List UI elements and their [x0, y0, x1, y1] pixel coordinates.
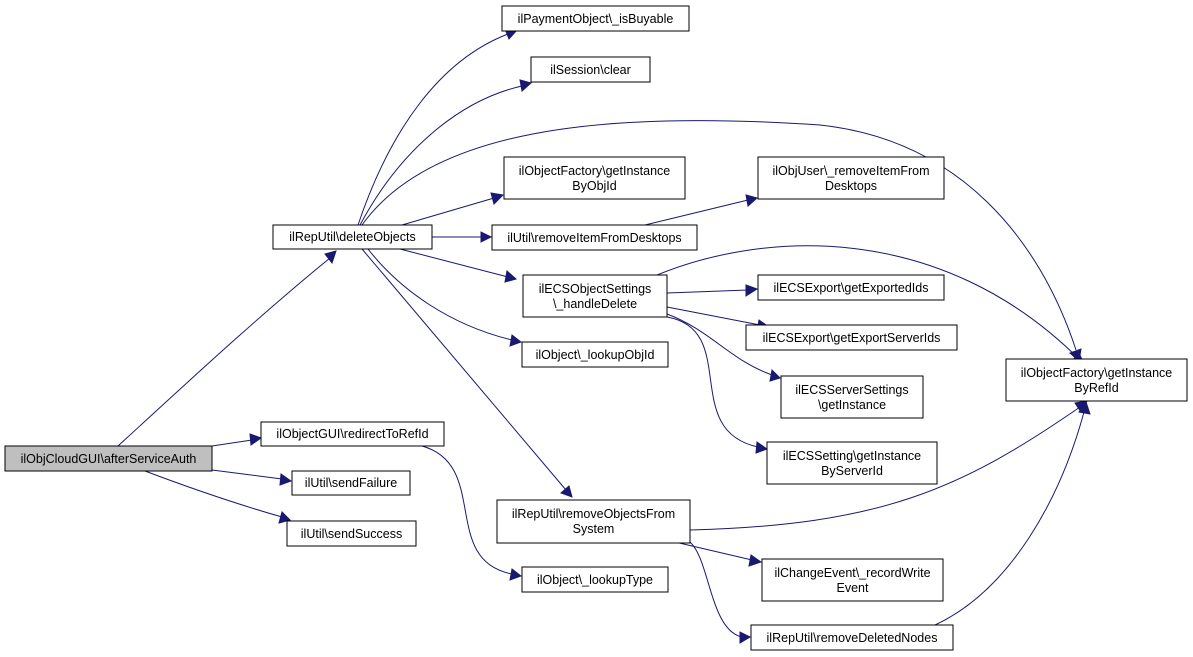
node-handle-delete[interactable]: ilECSObjectSettings \_handleDelete [522, 274, 668, 318]
edge-delete-to-remove-objects-from-system [361, 248, 573, 498]
node-label-line-2: ByObjId [572, 179, 617, 193]
node-label: ilUtil\removeItemFromDesktops [507, 231, 681, 245]
node-label-line-1: ilChangeEvent\_recordWrite [774, 566, 930, 580]
node-get-exported-ids[interactable]: ilECSExport\getExportedIds [757, 274, 945, 301]
edge-remove-item-to-obj-user [644, 194, 759, 226]
edge-delete-to-remove-item-from-desktops [432, 231, 493, 243]
edge-redirect-to-lookup-type [421, 445, 523, 581]
node-server-settings-get-instance[interactable]: ilECSServerSettings \getInstance [780, 375, 924, 419]
node-label-line-2: ByServerId [821, 464, 883, 478]
nodes: ilObjCloudGUI\afterServiceAuth ilRepUtil… [4, 5, 1188, 651]
node-get-instance-by-ref-id[interactable]: ilObjectFactory\getInstance ByRefId [1005, 358, 1188, 402]
node-label-line-1: ilECSSetting\getInstance [783, 449, 921, 463]
edge-root-to-send-success [144, 470, 291, 524]
edge-remove-objects-to-record-write-event [674, 541, 763, 567]
node-label: ilObjCloudGUI\afterServiceAuth [21, 452, 197, 466]
node-label: ilObjectGUI\redirectToRefId [276, 427, 428, 441]
edge-remove-objects-to-remove-deleted-nodes [689, 541, 752, 644]
edge-delete-to-lookup-obj-id [367, 248, 523, 347]
node-is-buyable[interactable]: ilPaymentObject\_isBuyable [501, 5, 690, 32]
node-delete-objects[interactable]: ilRepUtil\deleteObjects [272, 224, 433, 250]
node-label-line-1: ilObjectFactory\getInstance [519, 164, 671, 178]
node-remove-objects-from-system[interactable]: ilRepUtil\removeObjectsFrom System [496, 499, 691, 544]
node-send-success[interactable]: ilUtil\sendSuccess [286, 520, 417, 547]
node-label: ilRepUtil\removeDeletedNodes [767, 631, 938, 645]
node-label: ilECSExport\getExportServerIds [763, 331, 941, 345]
node-label-line-1: ilECSServerSettings [795, 383, 908, 397]
node-label-line-2: \getInstance [818, 398, 886, 412]
node-label-line-2: Event [837, 581, 869, 595]
node-label-line-1: ilRepUtil\removeObjectsFrom [512, 507, 675, 521]
node-setting-get-instance[interactable]: ilECSSetting\getInstance ByServerId [766, 441, 938, 485]
node-remove-item-from-desktops[interactable]: ilUtil\removeItemFromDesktops [491, 224, 698, 251]
node-label: ilPaymentObject\_isBuyable [518, 12, 674, 26]
edge-root-to-send-failure [211, 469, 293, 486]
node-label-line-1: ilObjectFactory\getInstance [1021, 366, 1173, 380]
node-label: ilUtil\sendFailure [305, 476, 397, 490]
node-label: ilObject\_lookupObjId [536, 348, 655, 362]
edge-remove-deleted-nodes-to-get-instance-by-ref-id [934, 400, 1091, 626]
node-lookup-type[interactable]: ilObject\_lookupType [521, 566, 669, 593]
node-label-line-2: \_handleDelete [553, 297, 637, 311]
edge-delete-to-get-instance-by-ref-id [361, 120, 1082, 362]
node-lookup-obj-id[interactable]: ilObject\_lookupObjId [521, 341, 669, 368]
node-label: ilECSExport\getExportedIds [774, 281, 929, 295]
node-session-clear[interactable]: ilSession\clear [530, 56, 651, 83]
edge-handle-delete-to-setting-get-instance [666, 316, 769, 454]
node-label-line-2: ByRefId [1074, 381, 1119, 395]
node-get-export-server-ids[interactable]: ilECSExport\getExportServerIds [745, 324, 958, 351]
node-redirect-to-ref-id[interactable]: ilObjectGUI\redirectToRefId [260, 421, 445, 447]
edge-delete-to-handle-delete [399, 248, 518, 283]
node-label-line-1: ilECSObjectSettings [539, 282, 652, 296]
edge-handle-delete-to-exported-ids [666, 284, 759, 297]
node-label: ilRepUtil\deleteObjects [289, 230, 415, 244]
edge-root-to-redirect [211, 433, 263, 447]
node-send-failure[interactable]: ilUtil\sendFailure [291, 470, 411, 496]
edge-delete-to-session-clear [359, 79, 533, 226]
node-label-line-2: System [573, 522, 615, 536]
node-label: ilSession\clear [550, 63, 631, 77]
node-label: ilUtil\sendSuccess [301, 527, 402, 541]
node-label-line-2: Desktops [825, 179, 877, 193]
edge-handle-delete-to-server-settings [666, 313, 781, 382]
node-after-service-auth[interactable]: ilObjCloudGUI\afterServiceAuth [4, 445, 213, 472]
node-remove-deleted-nodes[interactable]: ilRepUtil\removeDeletedNodes [750, 624, 954, 651]
edge-delete-to-get-instance-by-obj-id [401, 192, 505, 226]
node-obj-user-remove-item[interactable]: ilObjUser\_removeItemFrom Desktops [757, 156, 945, 200]
node-record-write-event[interactable]: ilChangeEvent\_recordWrite Event [761, 558, 944, 602]
node-label: ilObject\_lookupType [537, 573, 653, 587]
node-label-line-1: ilObjUser\_removeItemFrom [773, 164, 930, 178]
edge-root-to-delete-objects [117, 250, 337, 447]
node-get-instance-by-obj-id[interactable]: ilObjectFactory\getInstance ByObjId [503, 156, 686, 200]
